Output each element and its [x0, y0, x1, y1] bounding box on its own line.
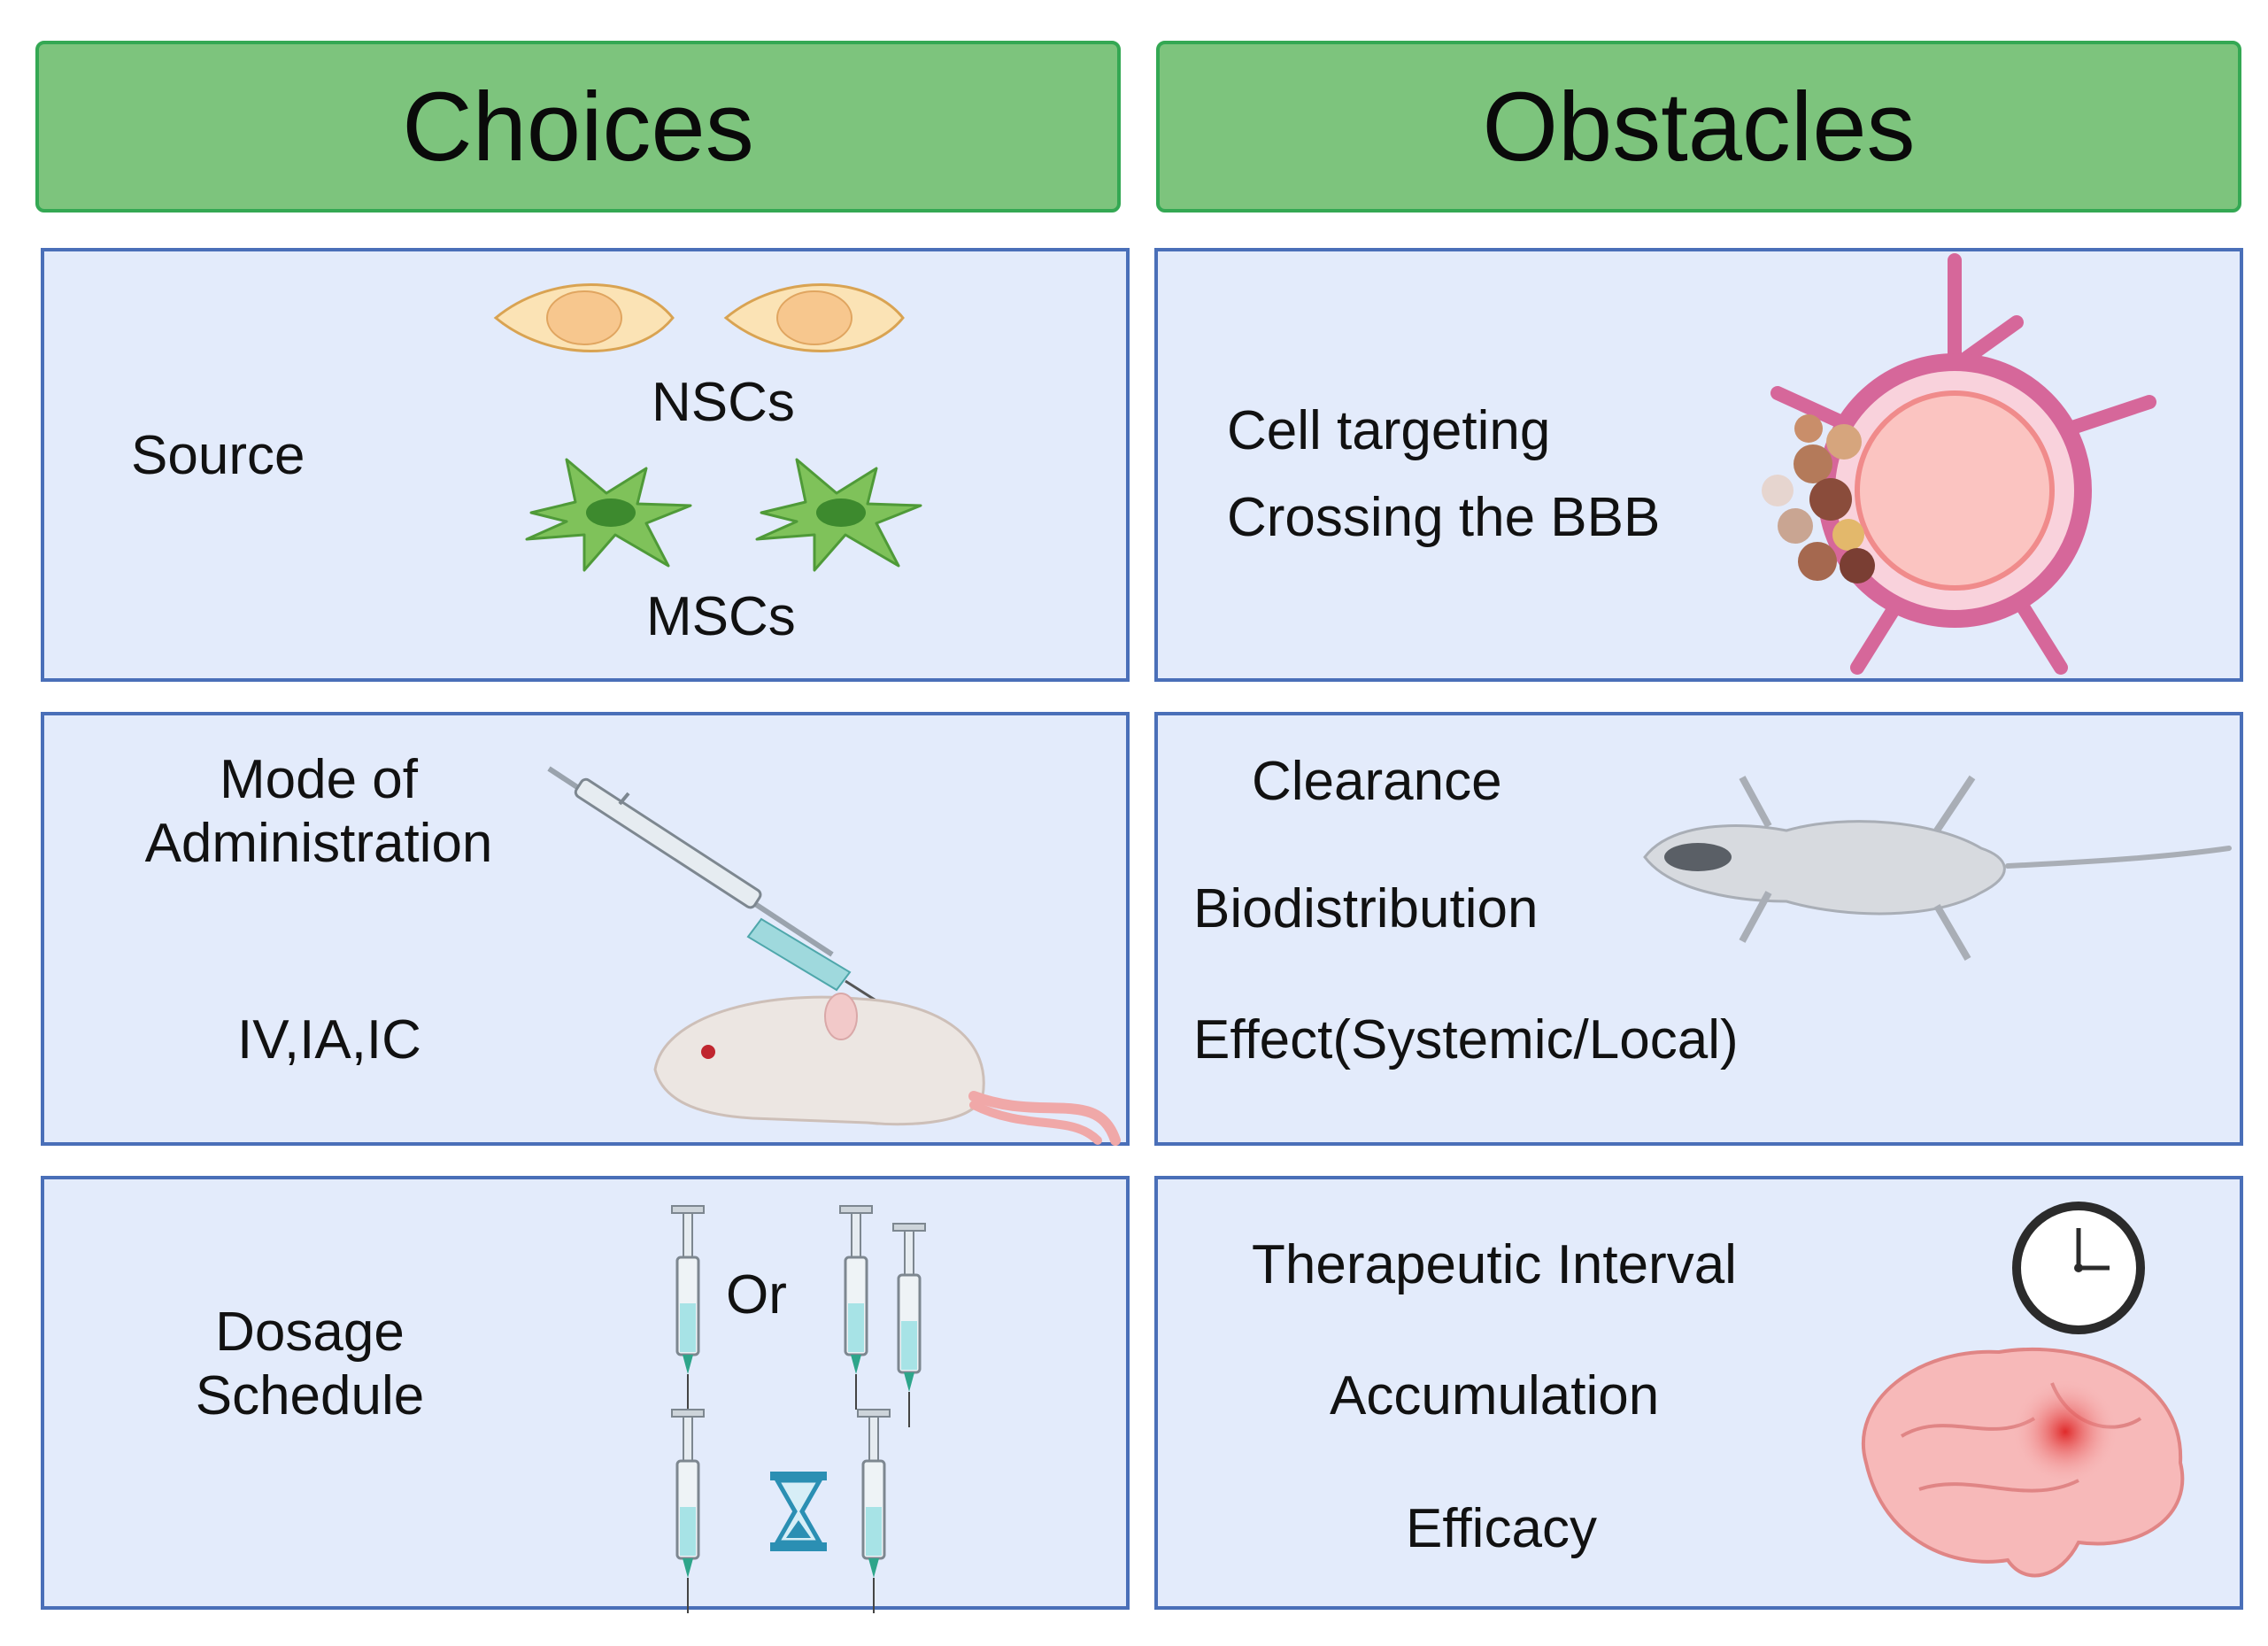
obstacles-title: Obstacles — [1482, 72, 1916, 182]
choices-header: Choices — [35, 41, 1121, 213]
tumor-cells-icon — [1762, 414, 1875, 583]
nsc-cell-icon — [493, 283, 675, 352]
mode-label-line2: Administration — [144, 813, 493, 874]
nsc-cells-illustration — [493, 283, 905, 352]
choices-title: Choices — [402, 72, 754, 182]
msc-cells-illustration — [525, 458, 922, 572]
timing-panel: Therapeutic Interval Accumulation Effica… — [1154, 1176, 2243, 1610]
blood-vessel-illustration — [1762, 253, 2156, 675]
cell-targeting-label: Cell targeting — [1227, 400, 1551, 461]
administration-panel: Mode of Administration IV,IA,IC — [41, 712, 1130, 1146]
syringe-icon — [856, 1408, 891, 1615]
source-panel: Source NSCs MSCs — [41, 248, 1130, 682]
mode-label-line1: Mode of — [219, 749, 419, 810]
clock-icon — [2012, 1202, 2145, 1334]
crossing-bbb-label: Crossing the BBB — [1227, 487, 1661, 548]
effect-label: Effect(Systemic/Local) — [1193, 1009, 1739, 1070]
targeting-panel: Cell targeting Crossing the BBB — [1154, 248, 2243, 682]
vessel-lumen-icon — [1855, 390, 2055, 591]
clearance-label: Clearance — [1252, 751, 1502, 812]
brain-icon — [1861, 1348, 2185, 1578]
or-label: Or — [726, 1264, 787, 1325]
distribution-panel: Clearance Biodistribution Effect(Systemi… — [1154, 712, 2243, 1146]
mouse-topview-illustration — [1643, 775, 2232, 962]
efficacy-label: Efficacy — [1406, 1498, 1597, 1559]
msc-cell-icon — [525, 458, 692, 572]
syringe-icon — [670, 1408, 706, 1615]
dosage-panel: Dosage Schedule Or — [41, 1176, 1130, 1615]
mouse-icon — [653, 993, 1121, 1146]
accumulation-label: Accumulation — [1330, 1365, 1660, 1426]
dosage-label-line1: Dosage — [215, 1302, 405, 1363]
dosage-syringes-illustration — [670, 1204, 927, 1615]
hourglass-icon — [770, 1472, 827, 1551]
nscs-label: NSCs — [652, 372, 795, 433]
source-label: Source — [131, 425, 305, 486]
obstacles-header: Obstacles — [1156, 41, 2241, 213]
nsc-cell-icon — [723, 283, 905, 352]
dosage-label-line2: Schedule — [195, 1365, 425, 1426]
routes-label: IV,IA,IC — [237, 1009, 421, 1070]
mscs-label: MSCs — [646, 586, 796, 647]
syringe-injecting-mouse-illustration — [547, 766, 1121, 1146]
syringe-icon — [547, 766, 895, 1014]
msc-cell-icon — [755, 458, 922, 572]
syringe-icon — [670, 1204, 706, 1411]
therapeutic-interval-label: Therapeutic Interval — [1252, 1234, 1737, 1295]
syringe-icon — [838, 1204, 874, 1411]
mouse-icon — [1643, 775, 2232, 962]
syringe-icon — [891, 1222, 927, 1429]
biodistribution-label: Biodistribution — [1193, 878, 1539, 939]
